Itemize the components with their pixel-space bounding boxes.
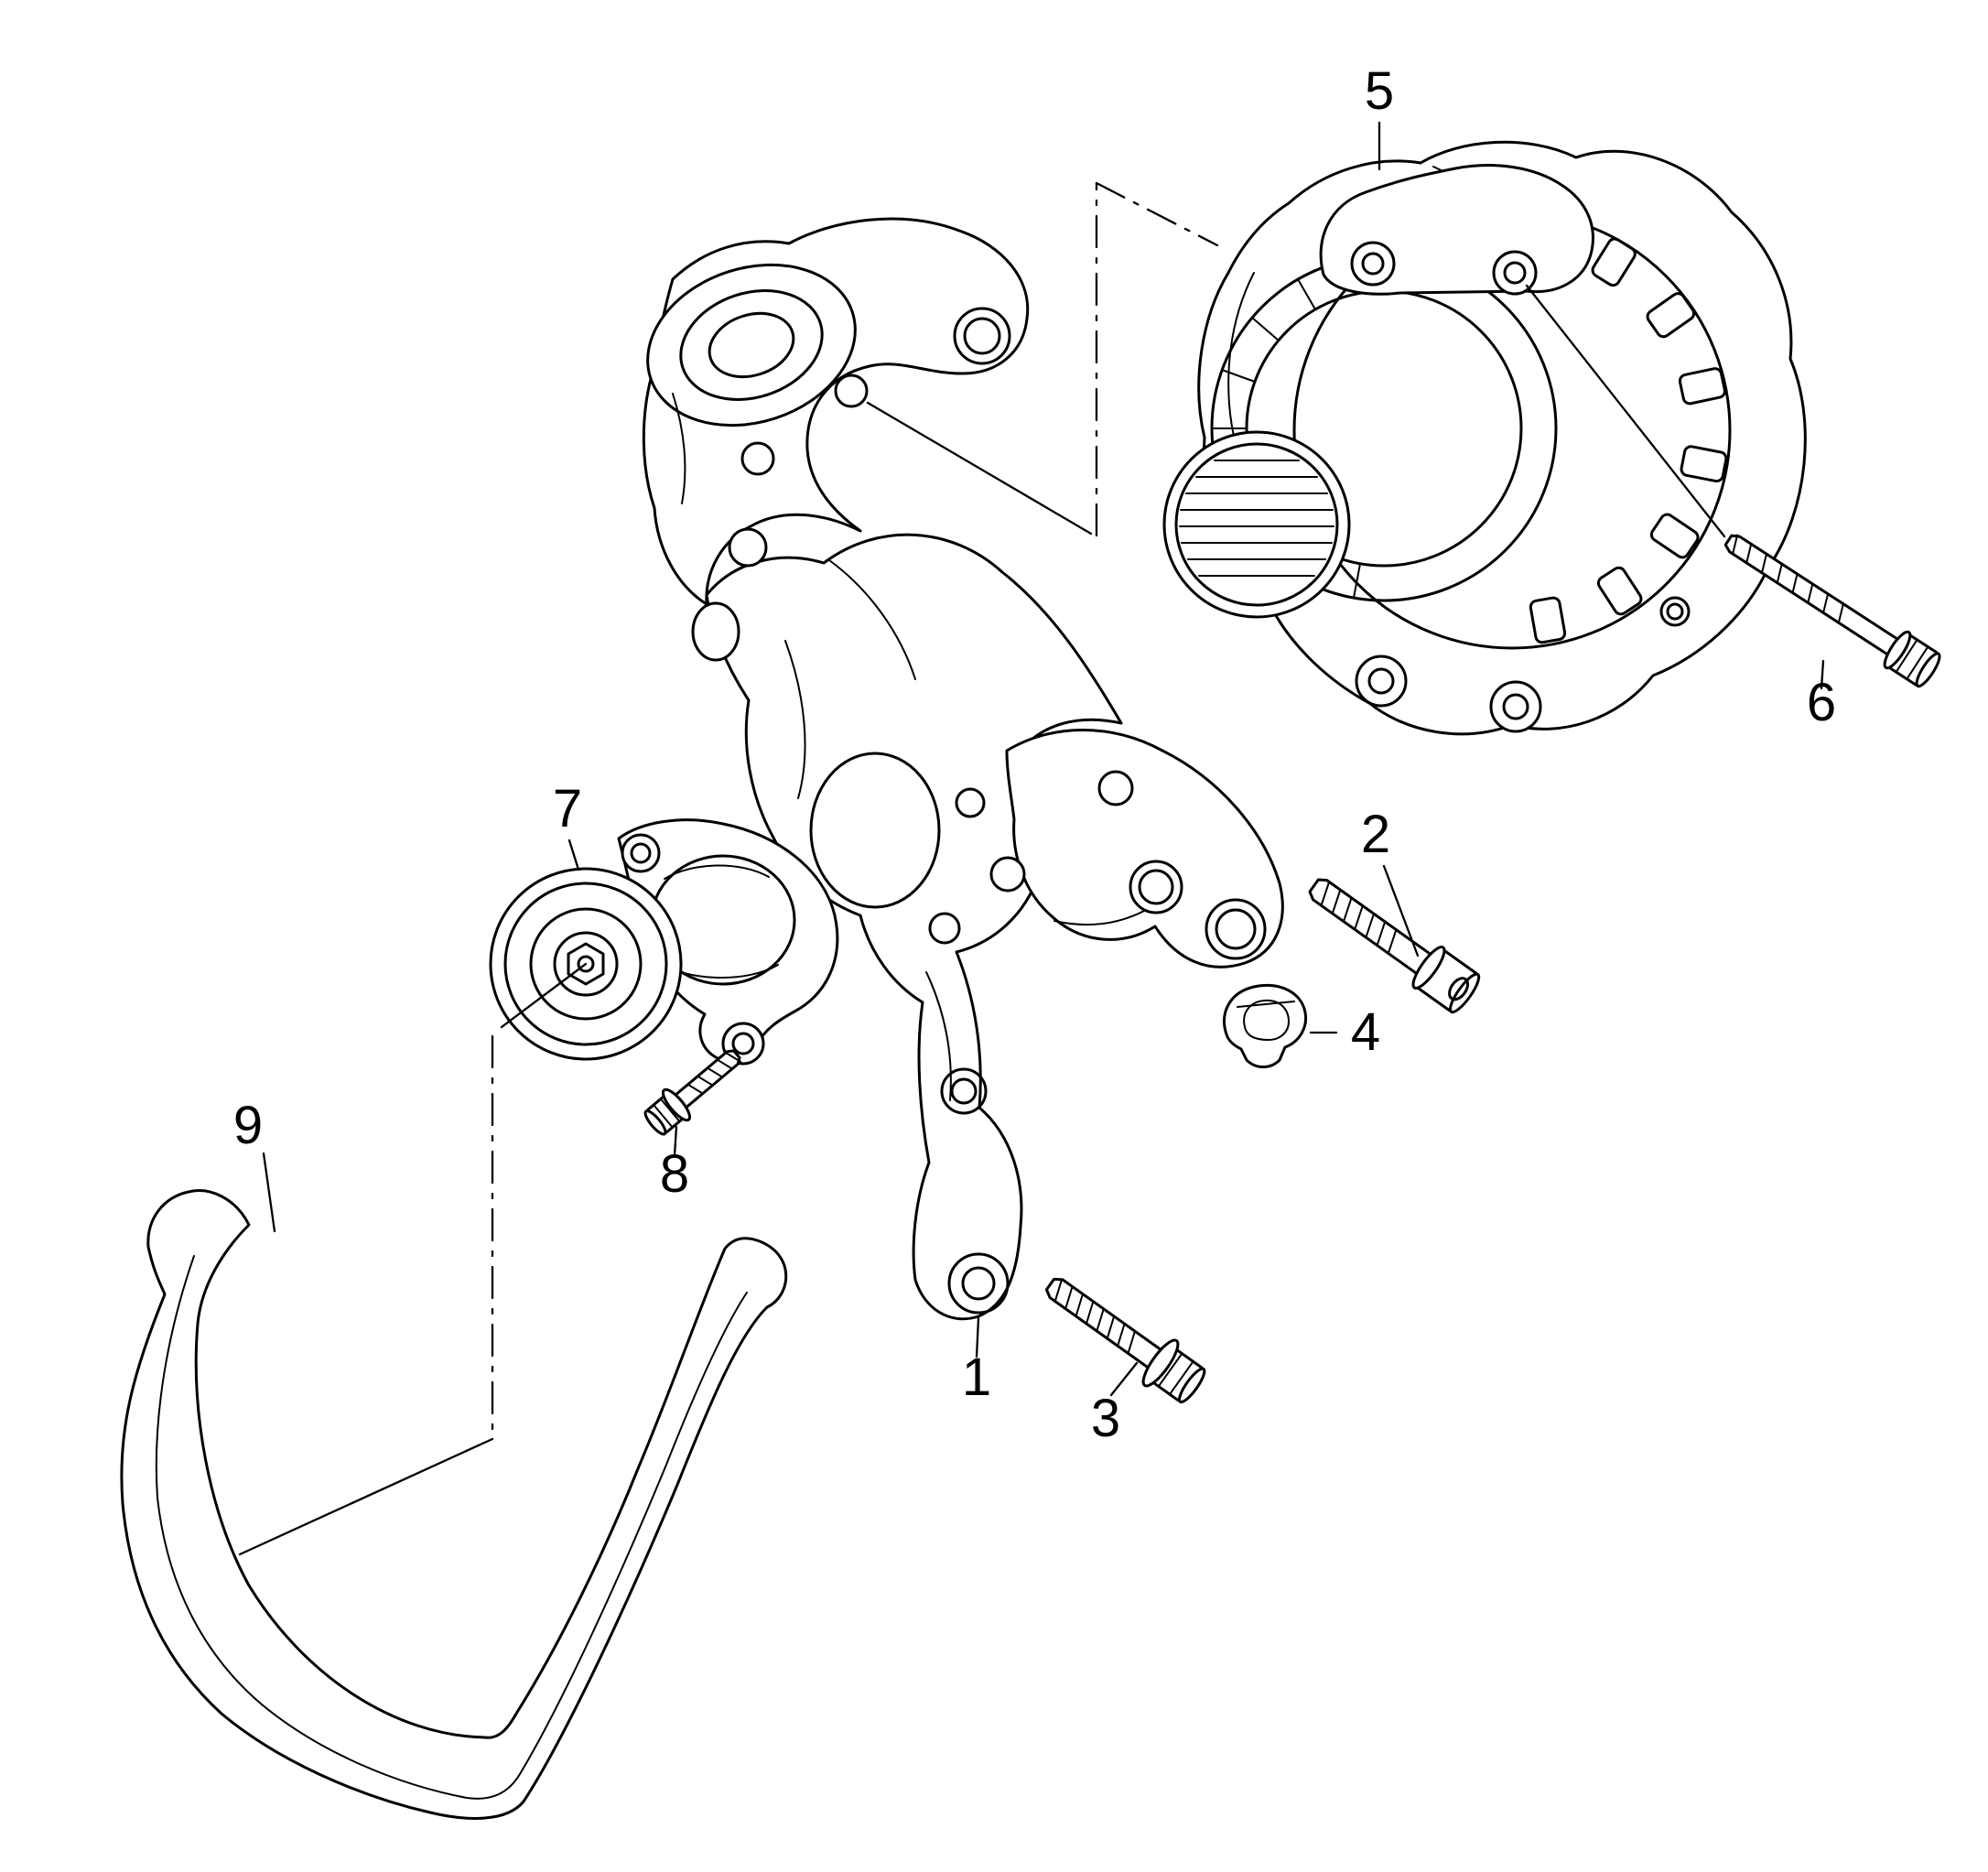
bracket-bolt-lower bbox=[1044, 1277, 1206, 1404]
callout-4: 4 bbox=[1351, 1002, 1380, 1062]
leader-7 bbox=[567, 839, 580, 871]
callout-3: 3 bbox=[1091, 1389, 1120, 1448]
leader-3 bbox=[1109, 1361, 1139, 1397]
leader-2 bbox=[1382, 864, 1420, 958]
mounting-bracket bbox=[642, 217, 1284, 1321]
leader-1 bbox=[975, 1316, 980, 1358]
leader-8 bbox=[673, 1125, 678, 1157]
bolt6-axis-line bbox=[1525, 284, 1726, 538]
poly-v-belt bbox=[120, 1189, 788, 1820]
alternator bbox=[1162, 140, 1807, 736]
leader-9 bbox=[262, 1152, 276, 1233]
callout-9: 9 bbox=[233, 1096, 263, 1155]
callouts: 1 2 3 4 5 6 7 8 9 bbox=[233, 61, 1836, 1448]
callout-5: 5 bbox=[1365, 61, 1394, 121]
bracket-bolt-upper bbox=[1308, 878, 1481, 1014]
callout-6: 6 bbox=[1807, 673, 1836, 732]
alternator-alignment-lines bbox=[866, 181, 1219, 537]
bracket-holes bbox=[728, 307, 1267, 1315]
leader-6 bbox=[1820, 659, 1825, 690]
retaining-clip bbox=[1223, 984, 1308, 1068]
tensioner-alignment-lines bbox=[238, 962, 588, 1556]
tensioner-bolt bbox=[643, 1049, 742, 1136]
rear-vent-slots bbox=[1529, 237, 1728, 644]
belt-tensioner bbox=[489, 818, 839, 1136]
alternator-pulley bbox=[1162, 430, 1351, 619]
alternator-long-bolt bbox=[1723, 534, 1941, 688]
callout-1: 1 bbox=[962, 1347, 991, 1407]
callout-8: 8 bbox=[660, 1144, 689, 1204]
callout-7: 7 bbox=[553, 779, 582, 839]
callout-2: 2 bbox=[1361, 805, 1390, 864]
bracket-flange bbox=[646, 263, 857, 427]
